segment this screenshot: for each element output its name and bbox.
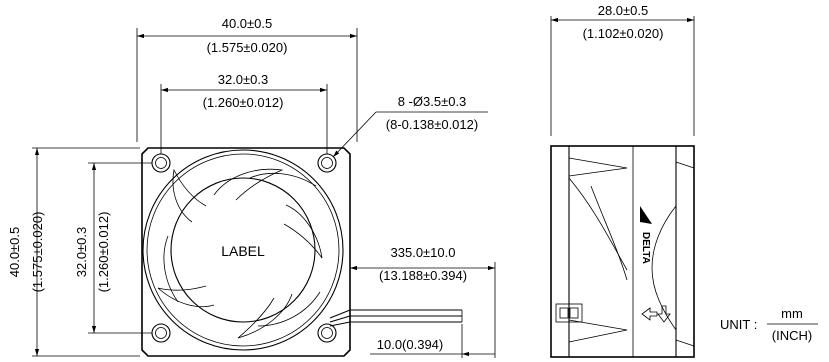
fan-frame	[141, 147, 351, 357]
front-view: LABEL 40.0±0.5 (1.575±0.020) 32.0±0.3 (1…	[7, 16, 496, 358]
airflow-arrow-icon	[641, 307, 658, 321]
svg-text:(13.188±0.394): (13.188±0.394)	[379, 268, 467, 283]
svg-text:335.0±10.0: 335.0±10.0	[391, 245, 456, 260]
svg-text:DELTA: DELTA	[640, 232, 651, 264]
svg-text:mm: mm	[781, 306, 803, 321]
dim-holes-callout: 8 -Ø3.5±0.3 (8-0.138±0.012)	[332, 94, 488, 158]
dim-outer-width: 40.0±0.5 (1.575±0.020)	[136, 16, 358, 142]
svg-text:8 -Ø3.5±0.3: 8 -Ø3.5±0.3	[398, 94, 467, 109]
svg-text:40.0±0.5: 40.0±0.5	[7, 227, 22, 278]
unit-legend: UNIT : mm (INCH)	[720, 306, 818, 343]
fan-opening	[142, 149, 344, 351]
dim-lead-strip: 10.0(0.394)	[370, 324, 495, 358]
side-body	[550, 145, 695, 358]
wire-exit	[555, 303, 583, 323]
dim-lead-length: 335.0±10.0 (13.188±0.394)	[349, 245, 496, 358]
rotation-arrow-icon	[657, 305, 671, 323]
svg-text:28.0±0.5: 28.0±0.5	[598, 3, 649, 18]
svg-text:(1.260±0.012): (1.260±0.012)	[203, 95, 284, 110]
svg-text:(INCH): (INCH)	[772, 328, 812, 343]
hub	[170, 177, 316, 323]
svg-text:(8-0.138±0.012): (8-0.138±0.012)	[386, 117, 478, 132]
dim-depth: 28.0±0.5 (1.102±0.020)	[550, 3, 695, 136]
center-label: LABEL	[221, 243, 265, 259]
svg-text:UNIT :: UNIT :	[720, 317, 757, 332]
svg-text:(1.102±0.020): (1.102±0.020)	[583, 26, 664, 41]
side-blades	[568, 157, 695, 347]
svg-text:(1.575±0.020): (1.575±0.020)	[207, 40, 288, 55]
svg-text:10.0(0.394): 10.0(0.394)	[377, 337, 444, 352]
svg-text:32.0±0.3: 32.0±0.3	[218, 72, 269, 87]
svg-text:32.0±0.3: 32.0±0.3	[74, 227, 89, 278]
svg-text:(1.260±0.012): (1.260±0.012)	[96, 212, 111, 293]
dim-hole-pitch-horizontal: 32.0±0.3 (1.260±0.012)	[160, 72, 328, 154]
delta-logo: DELTA	[640, 206, 652, 264]
svg-text:(1.575±0.020): (1.575±0.020)	[30, 212, 45, 293]
dim-outer-height: 40.0±0.5 (1.575±0.020)	[7, 147, 140, 357]
dim-hole-pitch-vertical: 32.0±0.3 (1.260±0.012)	[74, 162, 152, 334]
side-view: 28.0±0.5 (1.102±0.020) DELTA	[550, 3, 695, 358]
svg-text:40.0±0.5: 40.0±0.5	[222, 16, 273, 31]
